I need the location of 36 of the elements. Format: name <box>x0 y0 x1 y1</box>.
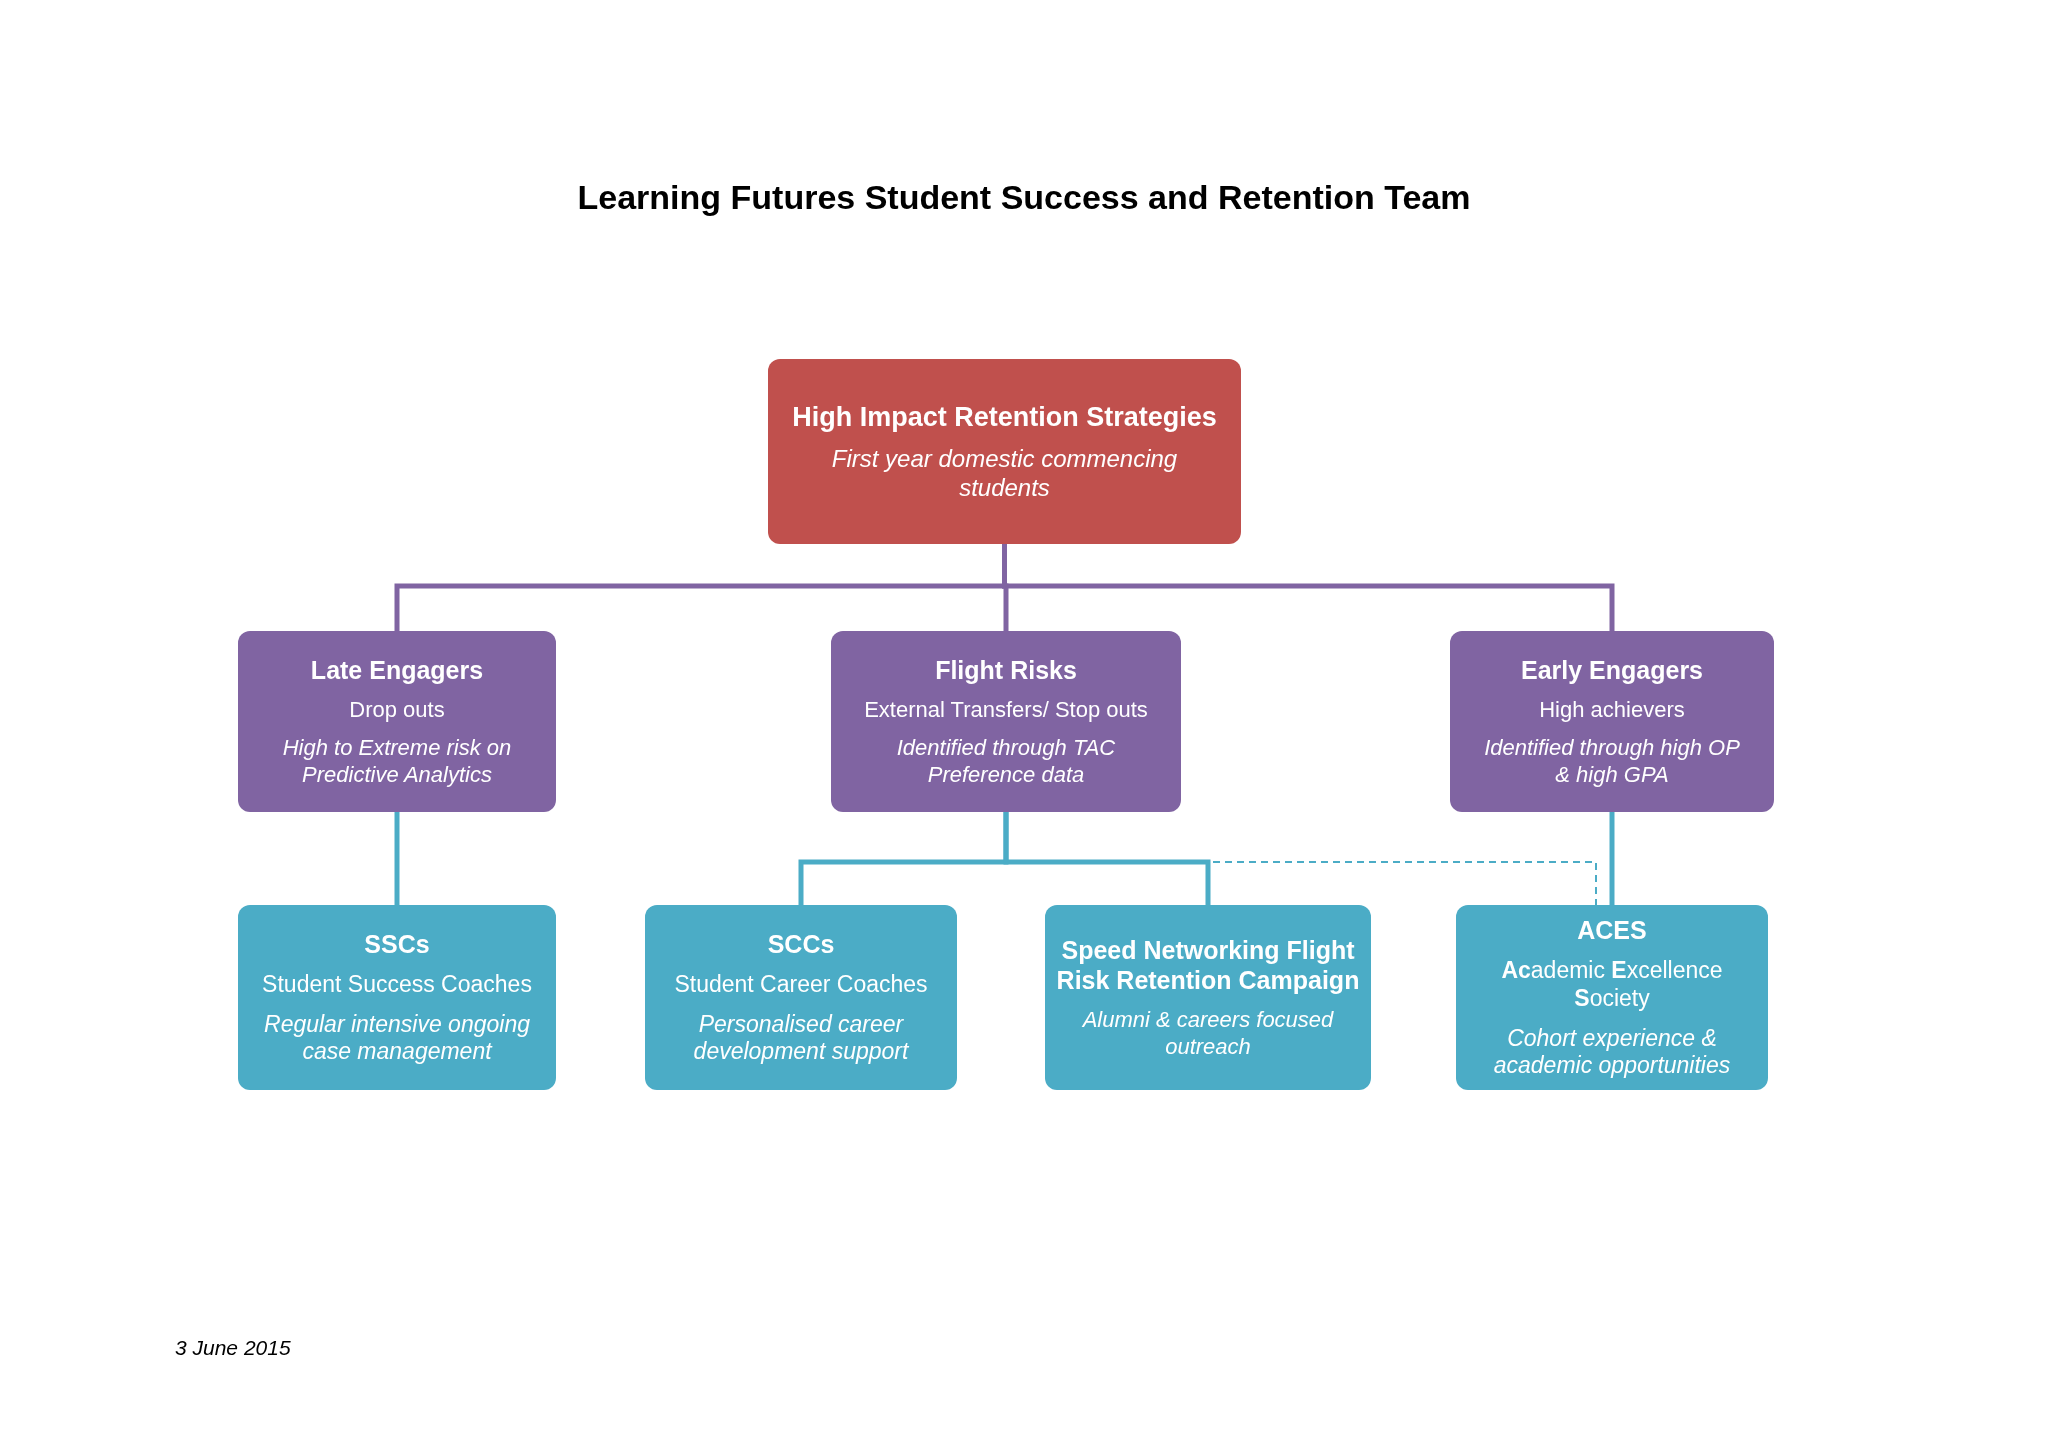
box-heading: ACES <box>1577 915 1647 946</box>
date-note: 3 June 2015 <box>175 1336 291 1360</box>
box-note: First year domestic commencing students <box>830 444 1179 503</box>
box-heading: SSCs <box>364 929 430 960</box>
connector-line <box>1003 812 1211 905</box>
box-heading: Late Engagers <box>310 654 484 685</box>
diagram-title: Learning Futures Student Success and Retention Team <box>577 178 1471 216</box>
group-box <box>831 631 1181 812</box>
connector-line <box>394 812 400 905</box>
box-text: Student Success Coaches <box>262 971 532 999</box>
box-heading: Early Engagers <box>1521 654 1703 685</box>
program-box <box>1456 905 1768 1090</box>
box-note: Cohort experience & academic opportunities <box>1492 1024 1732 1080</box>
box-note: Alumni & careers focused outreach <box>1081 1007 1335 1060</box>
strategy-box <box>768 359 1241 544</box>
group-box <box>1450 631 1774 812</box>
box-text: External Transfers/ Stop outs <box>864 696 1148 724</box>
box-text: Drop outs <box>349 696 445 724</box>
box-note: Identified through TAC Preference data <box>895 735 1117 789</box>
box-text: High achievers <box>1539 696 1685 724</box>
box-note: Regular intensive ongoing case management <box>263 1010 531 1066</box>
box-heading: High Impact Retention Strategies <box>792 400 1217 433</box>
box-text: Academic Excellence Society <box>1500 957 1724 1013</box>
dashed-connector <box>1212 861 1597 906</box>
program-box <box>1045 905 1371 1090</box>
box-note: Personalised career development support <box>692 1010 910 1066</box>
box-heading: Speed Networking Flight Risk Retention Campaign <box>1055 935 1361 996</box>
program-box <box>238 905 556 1090</box>
connector-line <box>1609 812 1615 905</box>
box-note: Identified through high OP & high GPA <box>1483 735 1741 789</box>
box-heading: Flight Risks <box>935 654 1077 685</box>
box-note: High to Extreme risk on Predictive Analytics <box>281 735 513 789</box>
group-box <box>238 631 556 812</box>
box-heading: SCCs <box>767 929 835 960</box>
program-box <box>645 905 957 1090</box>
box-text: Student Career Coaches <box>674 971 928 999</box>
